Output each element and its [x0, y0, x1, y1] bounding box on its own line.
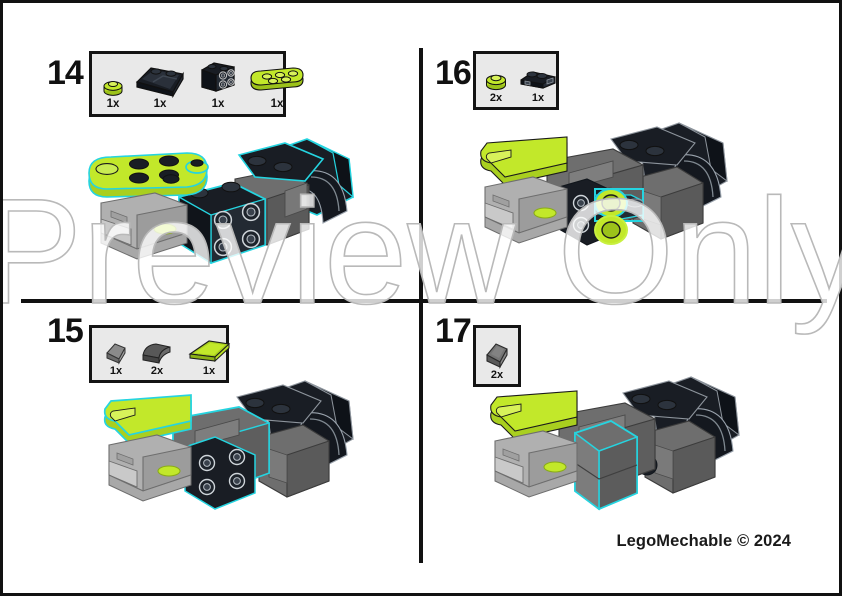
part-item: 1x — [185, 337, 233, 377]
assembly-illustration-17 — [490, 376, 740, 511]
curved-slope-2x1-icon — [142, 343, 171, 364]
part-qty: 1x — [106, 98, 120, 110]
parts-list-14: 1x 1x — [89, 51, 304, 117]
wedge-plate-left-icon — [188, 340, 231, 363]
part-item: 1x — [103, 339, 129, 377]
part-item: 1x — [249, 66, 305, 110]
step-panel-14: 14 1x — [25, 37, 415, 295]
part-item: 1x — [517, 66, 559, 104]
round-plate-1x1-icon — [103, 81, 123, 96]
parts-list-15: 1x 2x 1x — [89, 325, 231, 383]
step-panel-17: 17 2x — [429, 307, 823, 559]
step-number-17: 17 — [435, 312, 472, 350]
parts-list-17: 2x — [473, 325, 521, 387]
part-item: 1x — [133, 62, 187, 110]
part-item: 1x — [198, 60, 238, 110]
part-qty: 1x — [202, 365, 216, 377]
part-item: 2x — [140, 339, 174, 377]
horizontal-divider — [21, 299, 827, 303]
part-item: 1x — [102, 74, 124, 110]
part-qty: 1x — [270, 98, 284, 110]
parts-list-16: 2x 1x — [473, 51, 559, 110]
vertical-divider — [419, 48, 423, 563]
part-qty: 2x — [490, 369, 504, 381]
slope-1x1-icon — [106, 343, 126, 365]
assembly-illustration-15 — [103, 380, 354, 510]
part-qty: 2x — [150, 365, 164, 377]
part-item: 2x — [482, 339, 512, 381]
round-plate-1x1-icon — [486, 74, 506, 91]
part-qty: 1x — [153, 98, 167, 110]
part-qty: 2x — [489, 92, 503, 104]
bracket-1x2-2x2-icon — [201, 62, 235, 92]
part-qty: 1x — [211, 98, 225, 110]
part-qty: 1x — [531, 92, 545, 104]
assembly-illustration-16 — [480, 122, 728, 246]
slope-brick-2x1-icon — [486, 343, 508, 369]
step-number-14: 14 — [47, 54, 84, 92]
part-qty: 1x — [109, 365, 123, 377]
plate-modified-2x2-icon — [520, 71, 556, 89]
slope-curved-2x2-icon — [135, 67, 184, 98]
footer-credit: LegoMechable © 2024 — [616, 532, 791, 550]
step-panel-16: 16 2x — [429, 37, 823, 295]
assembly-illustration-14 — [88, 138, 354, 265]
step-panel-15: 15 1x 2x — [25, 307, 415, 559]
step-number-15: 15 — [47, 312, 84, 350]
part-item: 2x — [484, 68, 508, 104]
step-number-16: 16 — [435, 54, 472, 92]
plate-2x4-rounded-icon — [250, 67, 304, 91]
